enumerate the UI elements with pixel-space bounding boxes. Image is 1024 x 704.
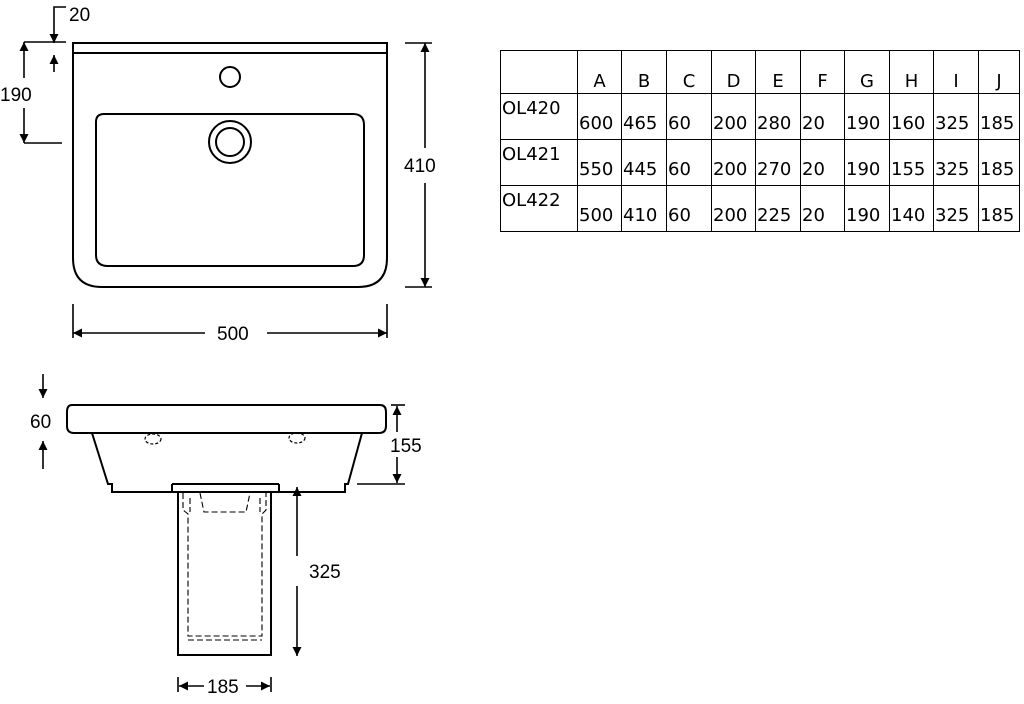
table-cell: 600 bbox=[577, 93, 622, 140]
table-cell-model: OL420 bbox=[500, 93, 578, 140]
dim-tap-hole-label: 190 bbox=[0, 85, 32, 106]
dim-rim-height-label: 60 bbox=[30, 412, 51, 433]
table-header-cell: C bbox=[666, 50, 712, 94]
table-cell: 185 bbox=[978, 139, 1020, 186]
table-cell: 160 bbox=[889, 93, 934, 140]
basin-rim bbox=[66, 404, 387, 434]
table-header-cell: A bbox=[577, 50, 622, 94]
table-header-row: A B C D E F G H I J bbox=[500, 50, 1020, 94]
table-cell: 225 bbox=[755, 185, 801, 232]
table-cell: 20 bbox=[800, 93, 845, 140]
drain-inner-icon bbox=[215, 127, 245, 157]
tap-hole-icon bbox=[219, 66, 241, 88]
pedestal-cap bbox=[171, 484, 280, 493]
table-cell: 60 bbox=[666, 185, 712, 232]
dim-bowl-depth bbox=[357, 404, 405, 485]
dim-bowl-depth-label: 155 bbox=[390, 436, 422, 457]
basin-top-view bbox=[72, 42, 388, 288]
dim-height-label: 410 bbox=[404, 156, 436, 177]
table-cell: 270 bbox=[755, 139, 801, 186]
table-row: OL422 500 410 60 200 225 20 190 140 325 … bbox=[500, 185, 1020, 232]
table-cell: 185 bbox=[978, 93, 1020, 140]
table-header-cell: E bbox=[755, 50, 801, 94]
table-cell: 550 bbox=[577, 139, 622, 186]
table-header-cell: F bbox=[800, 50, 845, 94]
table-cell: 60 bbox=[666, 93, 712, 140]
table-cell: 325 bbox=[933, 93, 979, 140]
dimension-table: A B C D E F G H I J OL420 600 465 60 200… bbox=[500, 50, 1020, 232]
table-cell-model: OL422 bbox=[500, 185, 578, 232]
table-cell: 190 bbox=[844, 139, 890, 186]
table-header-cell: H bbox=[889, 50, 934, 94]
table-cell: 445 bbox=[621, 139, 667, 186]
table-cell: 325 bbox=[933, 185, 979, 232]
basin-outline bbox=[72, 42, 388, 288]
basin-side-view bbox=[66, 404, 387, 656]
table-cell: 410 bbox=[621, 185, 667, 232]
dim-width bbox=[72, 304, 388, 338]
dim-width-label: 500 bbox=[217, 324, 249, 345]
table-cell: 325 bbox=[933, 139, 979, 186]
table-cell: 200 bbox=[711, 93, 756, 140]
table-cell: 190 bbox=[844, 185, 890, 232]
table-cell: 140 bbox=[889, 185, 934, 232]
table-cell: 200 bbox=[711, 139, 756, 186]
pedestal-body bbox=[177, 492, 272, 656]
table-cell: 20 bbox=[800, 139, 845, 186]
dim-pedestal-height-label: 325 bbox=[309, 562, 341, 583]
dim-pedestal-width bbox=[177, 677, 272, 692]
table-cell: 60 bbox=[666, 139, 712, 186]
dim-tap-hole bbox=[19, 41, 66, 144]
table-cell: 20 bbox=[800, 185, 845, 232]
dim-top-offset-label: 20 bbox=[69, 5, 90, 26]
dim-height bbox=[405, 42, 432, 288]
pedestal-hidden-lines bbox=[182, 492, 267, 641]
drain-outer-icon bbox=[208, 120, 252, 164]
overflow-hole-right-icon bbox=[288, 432, 306, 444]
table-cell: 500 bbox=[577, 185, 622, 232]
table-cell: 155 bbox=[889, 139, 934, 186]
table-cell: 190 bbox=[844, 93, 890, 140]
overflow-hole-left-icon bbox=[144, 433, 162, 445]
overflow-holes bbox=[144, 432, 306, 445]
table-header-cell: B bbox=[621, 50, 667, 94]
table-header-cell: J bbox=[978, 50, 1020, 94]
table-header-cell: D bbox=[711, 50, 756, 94]
table-row: OL421 550 445 60 200 270 20 190 155 325 … bbox=[500, 139, 1020, 186]
table-row: OL420 600 465 60 200 280 20 190 160 325 … bbox=[500, 93, 1020, 140]
table-cell: 280 bbox=[755, 93, 801, 140]
table-cell: 465 bbox=[621, 93, 667, 140]
table-header-cell: G bbox=[844, 50, 890, 94]
table-cell-model: OL421 bbox=[500, 139, 578, 186]
basin-bowl bbox=[95, 113, 365, 267]
table-cell: 200 bbox=[711, 185, 756, 232]
dim-pedestal-width-label: 185 bbox=[207, 677, 239, 698]
table-cell: 185 bbox=[978, 185, 1020, 232]
dim-top-offset bbox=[49, 6, 66, 72]
table-header-cell: I bbox=[933, 50, 979, 94]
table-header-cell bbox=[500, 50, 578, 94]
